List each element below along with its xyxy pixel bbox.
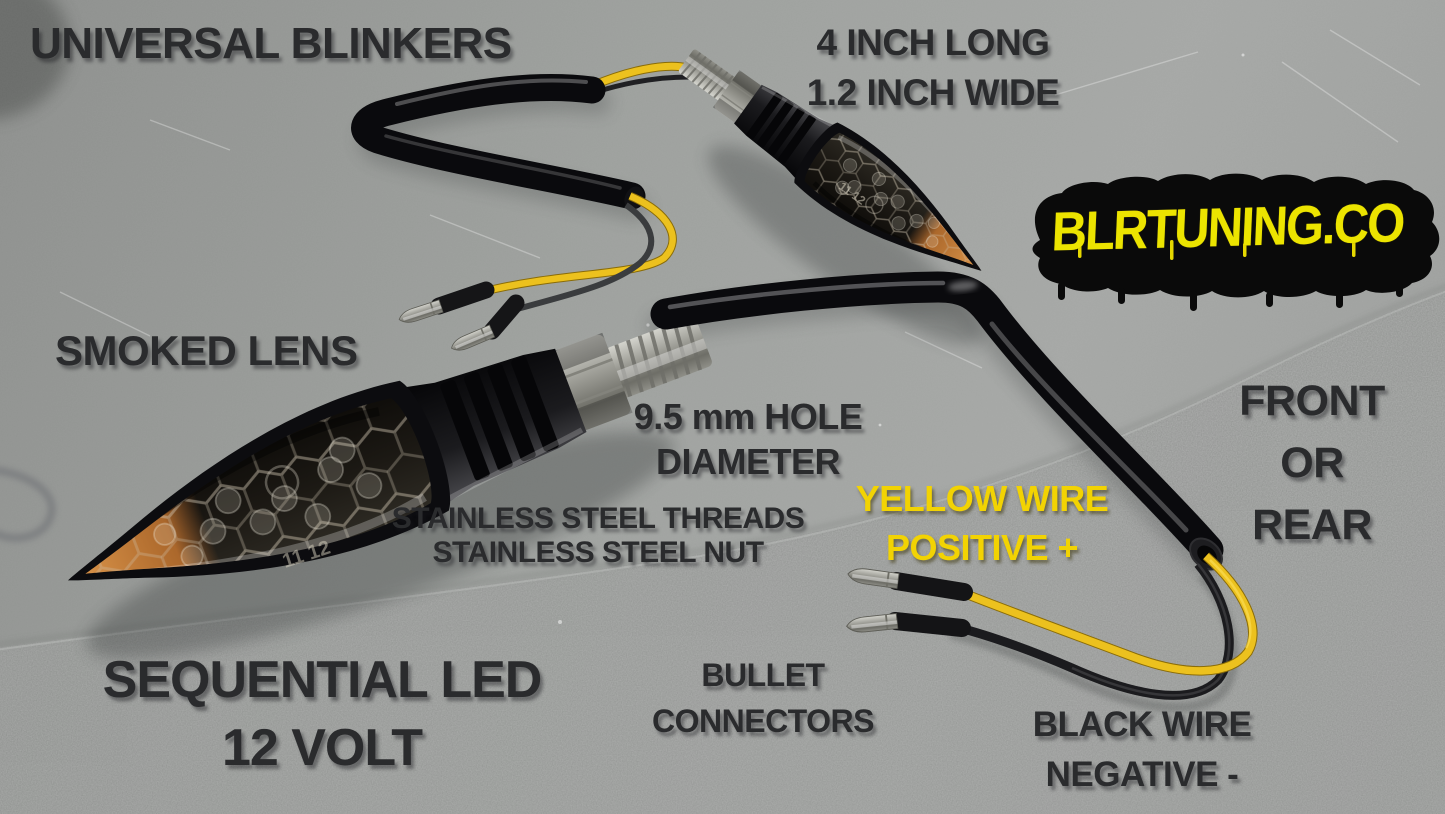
- black-wire-line2: NEGATIVE -: [1045, 755, 1239, 794]
- stainless-line1: STAINLESS STEEL THREADS: [391, 502, 805, 535]
- long-wire-sleeve: [650, 271, 1224, 571]
- black-wire-label: BLACK WIRE NEGATIVE -: [1033, 700, 1252, 800]
- heat-shrink: [483, 294, 525, 340]
- hole-line1: 9.5 mm HOLE: [633, 396, 863, 437]
- stray-gray-wire: [0, 466, 56, 542]
- yellow-wire-label: YELLOW WIRE POSITIVE +: [855, 474, 1109, 572]
- smoked-lens-text: SMOKED LENS: [55, 327, 358, 374]
- gray-wire: [513, 202, 655, 313]
- black-wire: [595, 74, 690, 95]
- led-line2: 12 VOLT: [221, 719, 423, 777]
- surface-scratches: [59, 29, 1421, 369]
- black-wire: [958, 561, 1234, 700]
- brand-logo-background: [1032, 173, 1440, 311]
- dimensions-line1: 4 INCH LONG: [816, 22, 1050, 63]
- connectors-line2: CONNECTORS: [652, 703, 874, 739]
- stainless-line2: STAINLESS STEEL NUT: [432, 536, 764, 569]
- connectors-line1: BULLET: [701, 657, 825, 693]
- heat-shrink: [887, 572, 973, 601]
- yellow-drips: [1078, 240, 1356, 260]
- bottom-bullet-connectors: [844, 565, 973, 637]
- yellow-wire: [481, 193, 676, 296]
- top-blinker-assembly: 11 12: [351, 25, 1011, 355]
- yellow-wire: [964, 553, 1257, 675]
- stainless-label: STAINLESS STEEL THREADS STAINLESS STEEL …: [391, 502, 805, 570]
- title-text: UNIVERSAL BLINKERS: [30, 19, 512, 68]
- brand-logo-text: BLRTUNING.CO: [1050, 193, 1405, 263]
- mounting-line1: FRONT: [1239, 377, 1385, 425]
- paint-drips: [1058, 282, 1403, 311]
- heat-shrink: [430, 281, 495, 315]
- sequential-led-label: SEQUENTIAL LED 12 VOLT: [102, 646, 543, 782]
- black-wire-line1: BLACK WIRE: [1032, 705, 1252, 744]
- hole-diameter-label: 9.5 mm HOLE DIAMETER: [634, 394, 863, 484]
- top-bullet-connectors: [396, 281, 525, 355]
- mounting-line2: OR: [1280, 439, 1344, 487]
- mounting-line3: REAR: [1252, 501, 1372, 549]
- yellow-wire-line2: POSITIVE +: [885, 527, 1079, 568]
- yellow-wire-line1: YELLOW WIRE: [855, 478, 1109, 519]
- title-label: UNIVERSAL BLINKERS: [30, 22, 512, 66]
- bottom-harness-wires: [958, 552, 1258, 700]
- dimensions-line2: 1.2 INCH WIDE: [806, 72, 1060, 113]
- led-line1: SEQUENTIAL LED: [102, 651, 543, 709]
- smoked-lens-label: SMOKED LENS: [55, 330, 358, 372]
- hole-line2: DIAMETER: [655, 441, 840, 482]
- front-or-rear-label: FRONT OR REAR: [1239, 370, 1385, 556]
- dimensions-label: 4 INCH LONG 1.2 INCH WIDE: [807, 18, 1060, 118]
- top-harness-wires: [480, 192, 677, 313]
- heat-shrink: [886, 612, 971, 637]
- bottom-blinker-assembly: 11 12: [31, 265, 1258, 700]
- bullet-connectors-label: BULLET CONNECTORS: [652, 652, 874, 744]
